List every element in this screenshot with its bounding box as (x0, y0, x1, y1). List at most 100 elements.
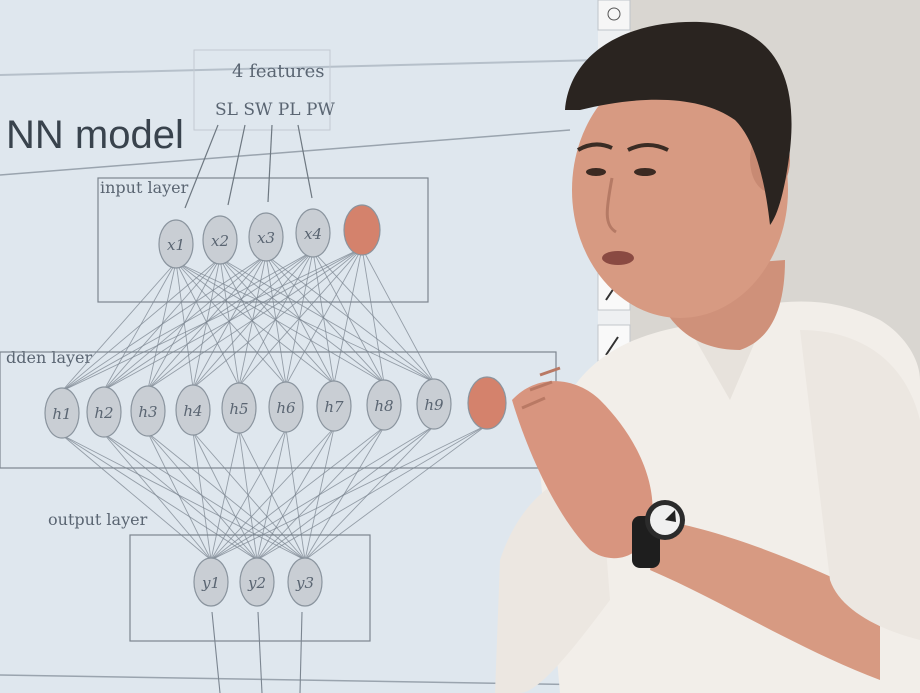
network-edge (175, 261, 385, 384)
network-edge (147, 261, 177, 390)
network-edge (103, 433, 306, 561)
network-edge (175, 261, 194, 389)
network-edge (210, 429, 240, 561)
node-label: h1 (52, 405, 71, 423)
network-edge (265, 254, 335, 385)
node-label: h6 (276, 399, 296, 417)
node-label: y1 (201, 574, 220, 592)
node-label: h7 (324, 398, 344, 416)
network-edge (192, 431, 306, 561)
node-label: x2 (211, 232, 229, 250)
network-edge (333, 247, 363, 385)
network-edge (256, 424, 488, 561)
network-edge (61, 254, 267, 392)
network-edge (210, 424, 488, 561)
network-edge (265, 254, 287, 386)
output-arrows (211, 611, 303, 693)
network-edge (361, 247, 385, 384)
network-edge (265, 254, 435, 383)
network-edge (304, 424, 488, 561)
network-edge (256, 427, 335, 561)
network-edge (175, 261, 287, 386)
network-edge (192, 247, 363, 389)
network-edge (210, 427, 335, 561)
network-edge (256, 425, 435, 561)
network-edge (147, 432, 306, 561)
hidden-node: h4 (175, 384, 211, 436)
network-edge (61, 257, 221, 392)
output-node: y2 (239, 557, 275, 607)
network-edge (238, 250, 314, 387)
hidden-node: h9 (416, 378, 452, 430)
output-layer-box (129, 534, 371, 642)
network-edge (61, 261, 177, 392)
network-edge (175, 261, 240, 387)
slide-title: NN model (6, 113, 184, 157)
output-layer-label: output layer (48, 510, 148, 529)
network-edge (219, 257, 335, 385)
hidden-bias-node (467, 376, 507, 430)
network-edge (219, 257, 435, 383)
input-node: x2 (202, 215, 238, 265)
node-label: x1 (167, 236, 185, 254)
node-label: h5 (229, 400, 248, 418)
network-edge (304, 425, 435, 561)
network-edge (103, 433, 258, 561)
hidden-layer-label: dden layer (6, 348, 93, 367)
network-edge (61, 434, 258, 561)
node-label: h2 (94, 404, 113, 422)
input-node: x1 (158, 219, 194, 269)
features-list: SL SW PL PW (215, 100, 335, 120)
hidden-node: h1 (44, 387, 80, 439)
network-edge (147, 247, 363, 390)
hidden-node: h8 (366, 379, 402, 431)
network-edge (219, 257, 287, 386)
network-edge (210, 426, 385, 561)
network-edge (192, 431, 212, 561)
network-edge (175, 261, 335, 385)
hidden-node: h7 (316, 380, 352, 432)
network-edge (103, 433, 212, 561)
network-edge (285, 247, 363, 386)
features-label: 4 features (232, 61, 325, 82)
node-label: y2 (247, 574, 266, 592)
node-label: h4 (183, 402, 202, 420)
network-edge (192, 254, 267, 389)
input-node: x4 (295, 208, 331, 258)
input-bias-node (343, 204, 381, 256)
network-edge (265, 254, 385, 384)
network-edge (103, 261, 177, 391)
feature-arrows (184, 124, 313, 209)
network-edge (210, 425, 435, 561)
network-edge (210, 428, 287, 561)
network-edge (219, 257, 385, 384)
output-node: y3 (287, 557, 323, 607)
network-edges (61, 247, 488, 561)
hidden-node: h2 (86, 386, 122, 438)
hidden-node: h3 (130, 385, 166, 437)
network-edge (61, 250, 314, 392)
node-label: x3 (257, 229, 275, 247)
hidden-node: h5 (221, 382, 257, 434)
node-label: y3 (295, 574, 314, 592)
network-nodes: x1 x2 x3 x4 h1 h2 h3 h4 h5 h6 h7 h8 h9 y1 y2 y3 (44, 204, 507, 607)
network-edge (361, 247, 435, 383)
network-edge (175, 261, 435, 383)
node-label: h3 (138, 403, 157, 421)
network-edge (256, 426, 385, 561)
network-edge (61, 434, 212, 561)
node-label: h9 (424, 396, 444, 414)
input-layer-label: input layer (100, 178, 189, 197)
node-label: x4 (304, 225, 322, 243)
hidden-node: h6 (268, 381, 304, 433)
network-edge (61, 247, 363, 392)
output-node: y1 (193, 557, 229, 607)
presenter (495, 21, 920, 693)
network-edge (147, 432, 212, 561)
network-edge (238, 247, 363, 387)
network-edge (103, 247, 363, 391)
network-edge (103, 250, 314, 391)
network-edge (61, 434, 306, 561)
input-node: x3 (248, 212, 284, 262)
